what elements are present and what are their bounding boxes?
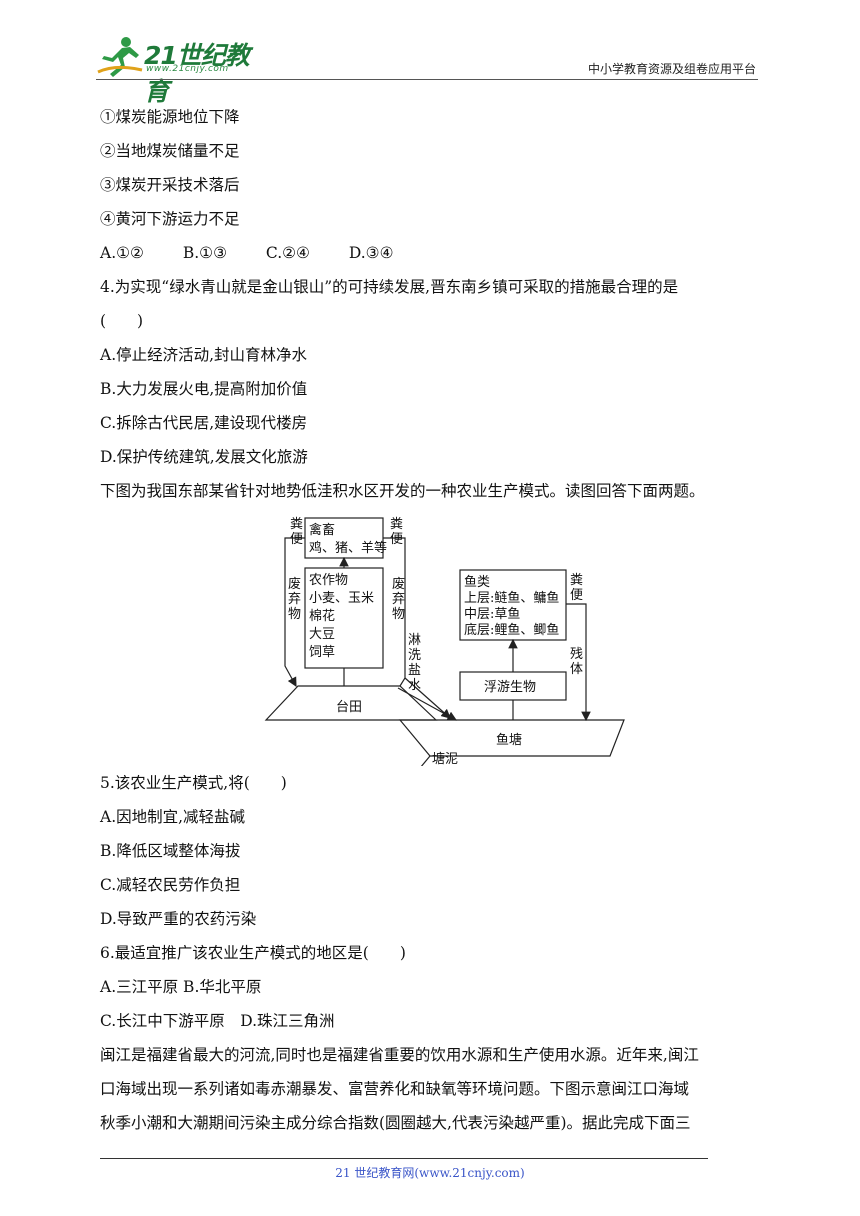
crops-line3: 棉花	[309, 608, 335, 624]
diagram-intro: 下图为我国东部某省针对地势低洼积水区开发的一种农业生产模式。读图回答下面两题。	[100, 482, 705, 500]
manure-label-left: 粪便	[290, 517, 303, 547]
flow-diagram: 粪便 粪便 禽畜 鸡、猪、羊等 废弃物 废弃物 农作物 小麦、玉米 棉花 大豆 …	[264, 517, 625, 769]
q3-choices: A.①② B.①③ C.②④ D.③④	[100, 236, 770, 270]
answer-paren: ( )	[100, 312, 144, 330]
manure-label-right: 粪便	[390, 517, 403, 547]
fish-manure-label: 粪便	[570, 573, 583, 603]
fish-line4: 底层:鲤鱼、鲫鱼	[464, 622, 559, 638]
header-divider	[96, 79, 758, 80]
choice-b: B.①③	[182, 244, 227, 262]
waste-label-right: 废弃物	[392, 576, 405, 622]
option-line: ③煤炭开采技术落后	[100, 176, 240, 194]
platform-name: 中小学教育资源及组卷应用平台	[587, 62, 756, 76]
choices-ab: A.三江平原 B.华北平原	[100, 978, 262, 996]
fish-line3: 中层:草鱼	[464, 606, 520, 622]
question-stem: 4.为实现“绿水青山就是金山银山”的可持续发展,晋东南乡镇可采取的措施最合理的是	[100, 278, 679, 296]
fish-pond-shape	[398, 719, 625, 757]
option-line: ②当地煤炭储量不足	[100, 142, 240, 160]
choices-cd: C.长江中下游平原 D.珠江三角洲	[100, 1012, 335, 1030]
document-body: ①煤炭能源地位下降 ②当地煤炭储量不足 ③煤炭开采技术落后 ④黄河下游运力不足 …	[100, 100, 770, 1140]
waste-label-left: 废弃物	[288, 576, 301, 622]
question-stem: 5.该农业生产模式,将( )	[100, 774, 287, 792]
choice-c: C.②④	[265, 244, 310, 262]
choice-b: B.降低区域整体海拔	[100, 842, 241, 860]
choice-d: D.导致严重的农药污染	[100, 910, 257, 928]
livestock-items: 鸡、猪、羊等	[309, 540, 387, 556]
pond-mud-label: 塘泥	[432, 751, 458, 766]
agriculture-diagram: 粪便 粪便 禽畜 鸡、猪、羊等 废弃物 废弃物 农作物 小麦、玉米 棉花 大豆 …	[100, 508, 770, 769]
runner-logo-icon	[97, 37, 143, 77]
site-logo: 21世纪教育 www.21cnjy.com	[96, 34, 266, 106]
terrace-field-label: 台田	[336, 700, 362, 715]
choice-a: A.因地制宜,减轻盐碱	[100, 808, 246, 826]
fish-pond-label: 鱼塘	[496, 732, 522, 748]
choice-a: A.停止经济活动,封山育林净水	[100, 346, 308, 364]
choice-d: D.③④	[348, 244, 394, 262]
footer-divider	[100, 1158, 708, 1159]
paragraph-line: 口海域出现一系列诸如毒赤潮暴发、富营养化和缺氧等环境问题。下图示意闽江口海域	[100, 1080, 690, 1098]
fish-line2: 上层:鲢鱼、鳙鱼	[464, 590, 559, 606]
choice-a: A.①②	[100, 244, 144, 262]
livestock-title: 禽畜	[309, 522, 335, 538]
choice-d: D.保护传统建筑,发展文化旅游	[100, 448, 308, 466]
leach-salt-water-label: 淋洗盐水	[408, 633, 421, 693]
paragraph-line: 秋季小潮和大潮期间污染主成分综合指数(圆圈越大,代表污染越严重)。据此完成下面三	[100, 1114, 691, 1132]
option-line: ④黄河下游运力不足	[100, 210, 240, 228]
crops-line5: 饲草	[309, 645, 335, 660]
option-line: ①煤炭能源地位下降	[100, 108, 240, 126]
logo-url: www.21cnjy.com	[146, 64, 229, 74]
page-header: 21世纪教育 www.21cnjy.com 中小学教育资源及组卷应用平台	[0, 0, 860, 106]
page-footer: 21 世纪教育网(www.21cnjy.com)	[335, 1166, 525, 1180]
residue-label: 残体	[570, 647, 583, 677]
crops-line4: 大豆	[309, 627, 335, 642]
crops-line1: 农作物	[309, 573, 348, 588]
crops-line2: 小麦、玉米	[309, 591, 374, 606]
paragraph-line: 闽江是福建省最大的河流,同时也是福建省重要的饮用水源和生产使用水源。近年来,闽江	[100, 1046, 699, 1064]
choice-c: C.减轻农民劳作负担	[100, 876, 241, 894]
plankton-label: 浮游生物	[484, 680, 536, 695]
choice-c: C.拆除古代民居,建设现代楼房	[100, 414, 308, 432]
logo-text: 21世纪教育	[144, 41, 250, 106]
choice-b: B.大力发展火电,提高附加价值	[100, 380, 308, 398]
question-stem: 6.最适宜推广该农业生产模式的地区是( )	[100, 944, 406, 962]
fish-line1: 鱼类	[464, 574, 490, 590]
